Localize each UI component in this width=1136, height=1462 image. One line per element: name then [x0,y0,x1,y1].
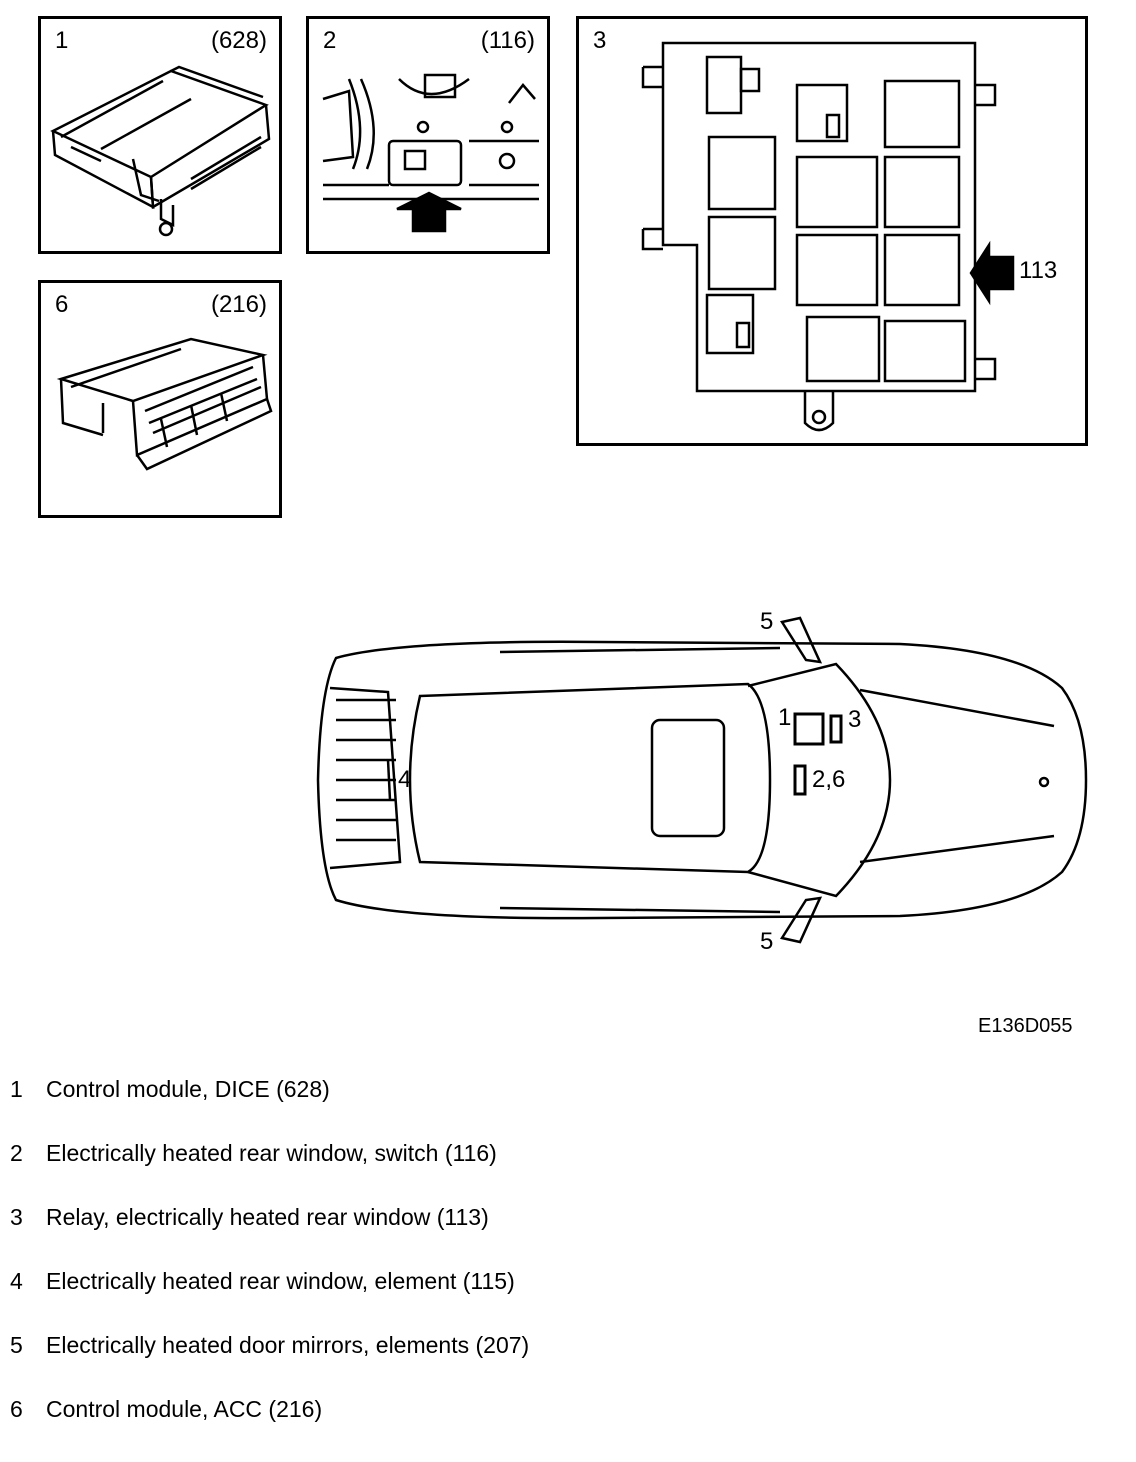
legend-text: Relay, electrically heated rear window (… [46,1204,489,1230]
legend-number: 1 [10,1076,23,1102]
panel-code: (216) [210,291,267,318]
legend-item: 2 Electrically heated rear window, switch… [10,1140,910,1204]
rear-element-callout: 4 [398,766,412,793]
legend-item: 4 Electrically heated rear window, elemen… [10,1268,910,1332]
panel-rear-window-switch: 2 (116) [306,16,550,254]
panel-number: 3 [593,27,607,54]
dice-module-drawing [50,65,271,237]
panel-number: 2 [323,27,337,54]
legend-item: 5 Electrically heated door mirrors, eleme… [10,1332,910,1396]
legend-item: 6 Control module, ACC (216) [10,1396,910,1460]
panel-relay-box: 3 113 [576,16,1088,446]
panel-number: 1 [55,27,69,54]
panel-acc-module: 6 (216) [38,280,282,518]
acc-module-drawing [56,337,273,471]
legend-number: 2 [10,1140,23,1166]
legend-number: 3 [10,1204,23,1230]
panel-number: 6 [55,291,69,318]
legend-number: 6 [10,1396,23,1422]
figure-code: E136D055 [978,1015,1073,1037]
mirror-callout-top: 5 [760,608,774,635]
car-top-view [316,616,1088,944]
relay-callout-label: 113 [1019,257,1058,284]
legend-number: 5 [10,1332,23,1358]
panel-code: (116) [480,27,535,54]
relay-callout: 3 [848,706,862,733]
legend-text: Electrically heated rear window, switch … [46,1140,497,1166]
switch-drawing [322,73,539,233]
legend-number: 4 [10,1268,23,1294]
relay-box-drawing [641,41,1015,432]
legend-text: Electrically heated door mirrors, elemen… [46,1332,530,1358]
legend-text: Control module, DICE (628) [46,1076,330,1102]
legend-text: Control module, ACC (216) [46,1396,323,1422]
legend-item: 3 Relay, electrically heated rear window … [10,1204,910,1268]
panel-code: (628) [210,27,267,54]
legend-text: Electrically heated rear window, element… [46,1268,515,1294]
mirror-callout-bottom: 5 [760,928,774,955]
dice-callout: 1 [778,704,792,731]
panel-dice-module: 1 (628) [38,16,282,254]
switch-acc-callout: 2,6 [812,766,846,793]
legend-item: 1 Control module, DICE (628) [10,1076,910,1140]
